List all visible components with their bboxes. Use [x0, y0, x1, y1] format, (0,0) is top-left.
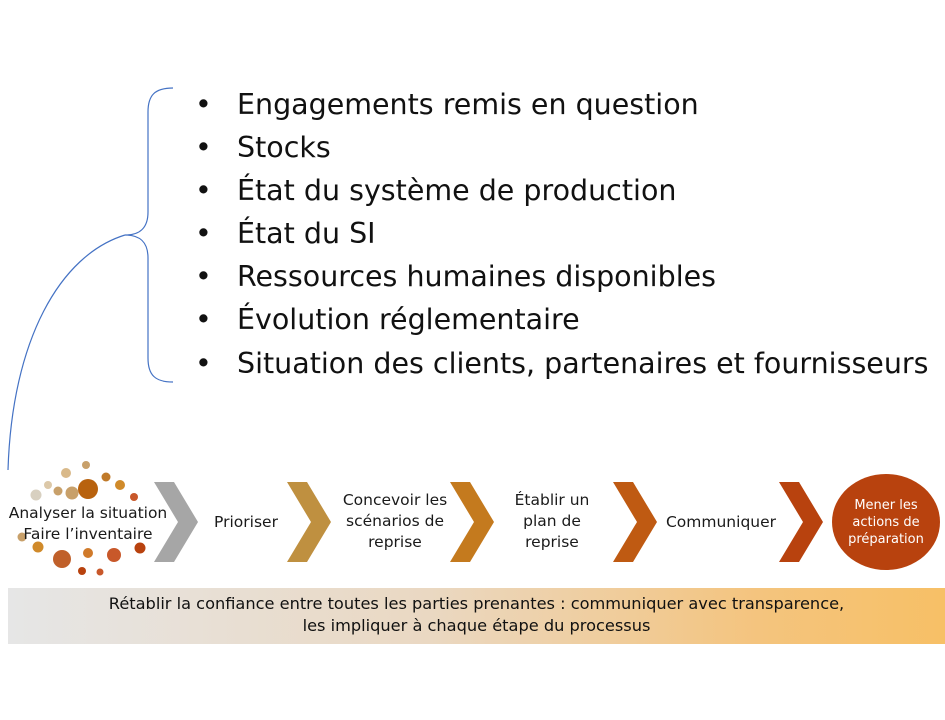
brace-shape [124, 87, 174, 383]
step-analyser-label: Analyser la situation Faire l’inventaire [8, 503, 168, 545]
bullet-dot: • [195, 303, 212, 337]
step-communiquer-label: Communiquer [658, 512, 784, 533]
bullet-dot: • [195, 260, 212, 294]
bullet-text: Évolution réglementaire [237, 303, 580, 337]
bullet-text: Ressources humaines disponibles [237, 260, 716, 294]
step-communiquer-text: Communiquer [665, 513, 777, 531]
bullet-text: Stocks [237, 131, 331, 165]
connector-line [7, 234, 126, 471]
chevron-arrow-icon [450, 482, 494, 562]
step-concevoir-line3: reprise [368, 533, 422, 551]
chevron-arrow-icon [779, 482, 823, 562]
bullet-dot: • [195, 346, 212, 380]
chevron-arrow-icon [154, 482, 198, 562]
dot-cluster-icon [17, 461, 146, 576]
bullet-list: • Engagements remis en question • Stocks •… [195, 83, 928, 385]
chevron-arrow-icon [613, 482, 657, 562]
banner-line1: Rétablir la confiance entre toutes les p… [108, 594, 845, 613]
bullet-dot: • [195, 217, 212, 251]
step-etablir-line3: reprise [525, 533, 579, 551]
bullet-item: • État du système de production [195, 169, 928, 212]
step-etablir-line2: plan de [523, 512, 581, 530]
bullet-item: • Engagements remis en question [195, 83, 928, 126]
bullet-text: Situation des clients, partenaires et fo… [237, 346, 929, 380]
step-analyser-line1: Analyser la situation [8, 504, 168, 522]
bullet-item: • Situation des clients, partenaires et f… [195, 342, 928, 385]
bullet-text: État du système de production [237, 174, 677, 208]
bullet-item: • État du SI [195, 212, 928, 255]
bullet-item: • Stocks [195, 126, 928, 169]
step-analyser-line2: Faire l’inventaire [23, 525, 153, 543]
bullet-dot: • [195, 131, 212, 165]
bullet-dot: • [195, 88, 212, 121]
step-concevoir-label: Concevoir les scénarios de reprise [331, 490, 459, 553]
step-mener-text: Mener les actions de préparation [848, 497, 924, 547]
banner-line2: les impliquer à chaque étape du processu… [302, 616, 651, 635]
bullet-item: • Évolution réglementaire [195, 298, 928, 341]
step-concevoir-line2: scénarios de [346, 512, 444, 530]
bullet-item: • Ressources humaines disponibles [195, 255, 928, 298]
chevron-arrow-icon [287, 482, 331, 562]
step-mener-circle: Mener les actions de préparation [832, 474, 940, 570]
step-prioriser-label: Prioriser [204, 512, 288, 533]
step-prioriser-text: Prioriser [214, 513, 278, 531]
bullet-text: État du SI [237, 217, 376, 251]
step-etablir-line1: Établir un [514, 491, 590, 509]
confidence-banner: Rétablir la confiance entre toutes les p… [8, 588, 945, 644]
step-concevoir-line1: Concevoir les [342, 491, 448, 509]
step-etablir-label: Établir un plan de reprise [498, 490, 606, 553]
bullet-text: Engagements remis en question [237, 88, 699, 121]
bullet-dot: • [195, 174, 212, 208]
